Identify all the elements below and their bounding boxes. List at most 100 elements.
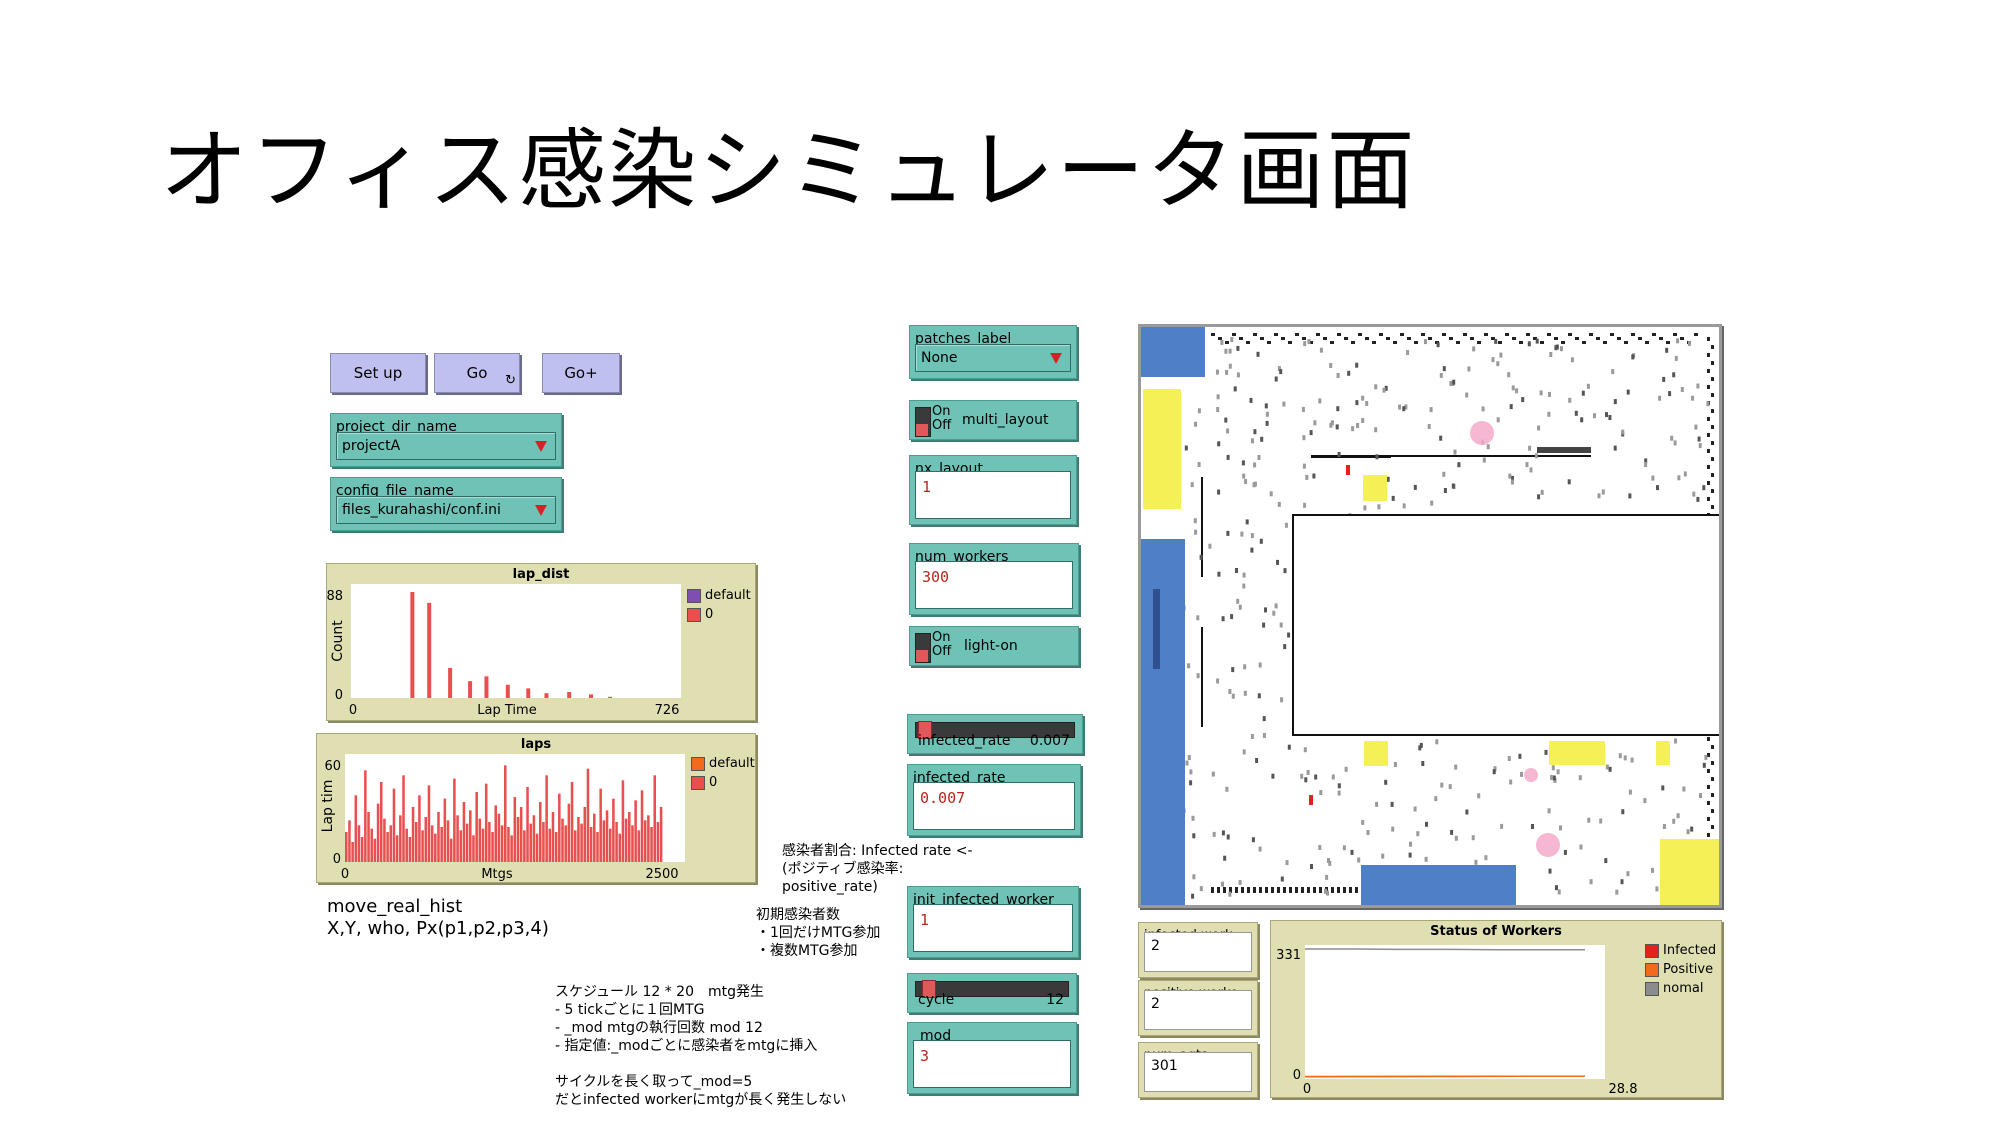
- worker-agent: [1271, 773, 1275, 779]
- slider-label: cycle: [918, 992, 955, 1008]
- worker-agent: [1331, 774, 1335, 780]
- worker-agent: [1547, 411, 1551, 417]
- worker-agent: [1471, 835, 1475, 841]
- bar: [443, 798, 447, 862]
- worker-agent: [1593, 413, 1596, 419]
- config-file-chooser[interactable]: config_file_name files_kurahashi/conf.in…: [330, 477, 562, 531]
- switch-track[interactable]: [915, 633, 931, 663]
- patches-label-select[interactable]: None: [915, 344, 1071, 372]
- desk-patch: [1631, 333, 1635, 336]
- y-axis-label: Lap tim: [320, 780, 336, 833]
- worker-agent: [1223, 855, 1227, 861]
- num-workers-field[interactable]: 300: [915, 561, 1073, 609]
- setup-button[interactable]: Set up: [330, 353, 426, 393]
- worker-agent: [1228, 363, 1232, 369]
- worker-agent: [1303, 502, 1307, 508]
- slider-track[interactable]: [915, 980, 1069, 998]
- desk-patch: [1288, 341, 1292, 344]
- bar: [472, 835, 475, 862]
- forever-icon: ↻: [505, 373, 516, 388]
- switch-knob[interactable]: [916, 424, 928, 436]
- worker-agent: [1551, 765, 1555, 771]
- config-file-select[interactable]: files_kurahashi/conf.ini: [336, 496, 556, 524]
- worker-agent: [1521, 397, 1525, 403]
- worker-agent: [1233, 386, 1237, 392]
- worker-agent: [1430, 500, 1434, 506]
- worker-agent: [1676, 338, 1680, 344]
- mod-field[interactable]: 3: [913, 1040, 1071, 1088]
- worker-agent: [1568, 397, 1572, 403]
- desk-patch: [1707, 833, 1710, 837]
- worker-agent: [1509, 779, 1513, 785]
- worker-agent: [1216, 369, 1219, 375]
- bar: [484, 676, 489, 698]
- worker-agent: [1442, 366, 1446, 372]
- desk-patch: [1638, 337, 1642, 340]
- desk-patch: [1283, 887, 1286, 893]
- world-svg[interactable]: [1141, 327, 1724, 905]
- worker-agent: [1217, 441, 1221, 447]
- worker-agent: [1621, 809, 1625, 815]
- worker-agent: [1216, 394, 1220, 400]
- infected-rate-input[interactable]: infected_rate 0.007: [907, 764, 1081, 836]
- dropdown-arrow-icon: [535, 441, 547, 452]
- legend-label: 0: [705, 607, 714, 622]
- project-dir-select[interactable]: projectA: [336, 432, 556, 460]
- bar: [529, 823, 532, 862]
- worker-agent: [1243, 690, 1247, 696]
- worker-agent: [1615, 889, 1619, 895]
- nx-layout-input[interactable]: nx_layout 1: [909, 455, 1077, 525]
- bar: [405, 828, 408, 862]
- bar: [421, 830, 424, 862]
- worker-agent: [1472, 346, 1476, 352]
- bar: [545, 775, 548, 862]
- switch-track[interactable]: [915, 407, 931, 437]
- worker-agent: [1427, 424, 1431, 429]
- init-infected-worker-field[interactable]: 1: [913, 904, 1073, 952]
- desk-patch: [1711, 825, 1714, 829]
- worker-agent: [1327, 858, 1330, 863]
- patches-label-chooser[interactable]: patches_label None: [909, 325, 1077, 379]
- go-plus-button-label: Go+: [564, 364, 598, 382]
- init-infected-worker-input[interactable]: init_infected_worker 1: [907, 886, 1079, 958]
- worker-agent: [1208, 543, 1212, 549]
- desk-patch: [1265, 887, 1268, 893]
- bar: [373, 838, 377, 862]
- slider-track[interactable]: [915, 721, 1075, 739]
- num-workers-input[interactable]: num_workers 300: [909, 543, 1079, 615]
- worker-agent: [1482, 457, 1486, 463]
- note-line: - 5 tickごとに１回MTG: [555, 1002, 705, 1018]
- bar: [637, 830, 641, 862]
- desk-patch: [1519, 341, 1523, 344]
- worker-agent: [1242, 749, 1246, 755]
- go-plus-button[interactable]: Go+: [542, 353, 620, 393]
- nx-layout-field[interactable]: 1: [915, 471, 1071, 519]
- go-button[interactable]: Go↻: [434, 353, 520, 393]
- bar: [376, 803, 380, 862]
- bar: [424, 817, 428, 862]
- worker-agent: [1643, 798, 1647, 804]
- switch-on-text: On: [932, 630, 951, 645]
- infected-rate-slider[interactable]: infected_rate 0.007: [907, 714, 1083, 754]
- worker-agent: [1494, 338, 1498, 344]
- wall-patch: [1311, 455, 1391, 458]
- slider-knob[interactable]: [922, 980, 937, 998]
- worker-agent: [1257, 455, 1261, 460]
- switch-knob[interactable]: [916, 650, 928, 662]
- bar: [564, 825, 567, 862]
- mod-input[interactable]: _mod 3: [907, 1022, 1077, 1094]
- infected-rate-field[interactable]: 0.007: [913, 782, 1075, 830]
- worker-agent: [1436, 342, 1440, 348]
- worker-agent: [1220, 339, 1224, 345]
- worker-agent: [1424, 856, 1428, 862]
- note-line: サイクルを長く取って_mod=5: [555, 1074, 753, 1090]
- slider-knob[interactable]: [917, 721, 932, 739]
- worker-agent: [1567, 479, 1571, 485]
- bar: [408, 837, 412, 862]
- cycle-slider[interactable]: cycle 12: [907, 973, 1077, 1013]
- world-view[interactable]: [1138, 324, 1724, 908]
- project-dir-chooser[interactable]: project_dir_name projectA: [330, 413, 562, 467]
- worker-agent: [1265, 420, 1269, 426]
